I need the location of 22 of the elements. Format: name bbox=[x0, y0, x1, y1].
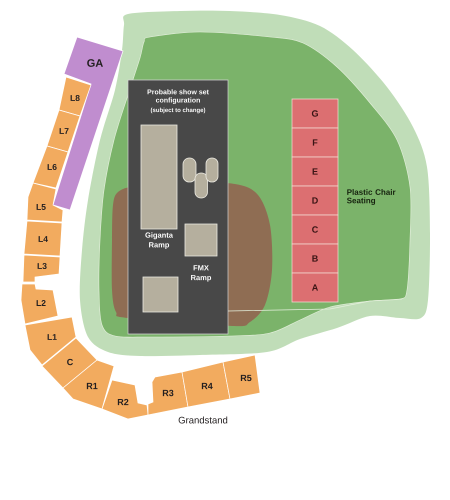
seating-section: L3 bbox=[22, 254, 60, 282]
chair-section: G bbox=[292, 98, 338, 128]
seating-section: R5 bbox=[222, 354, 260, 400]
seating-section: L2 bbox=[20, 284, 58, 324]
stand-label: Grandstand bbox=[178, 416, 228, 424]
chair-section: D bbox=[292, 186, 338, 216]
chair-section: F bbox=[292, 128, 338, 158]
seating-section: L8 bbox=[58, 76, 92, 116]
seating-section: L5 bbox=[26, 182, 64, 222]
chair-section: A bbox=[292, 272, 338, 302]
oval-platform bbox=[206, 158, 218, 182]
seating-section: R3 bbox=[148, 372, 188, 416]
chair-section: C bbox=[292, 214, 338, 244]
seating-section: R2 bbox=[102, 380, 148, 420]
platform bbox=[142, 276, 178, 312]
seating-section: R4 bbox=[182, 362, 230, 408]
seating-section: L7 bbox=[46, 110, 80, 152]
seating-section: L4 bbox=[24, 220, 62, 256]
chair-section: B bbox=[292, 244, 338, 274]
oval-platform bbox=[182, 158, 196, 182]
chair-section: E bbox=[292, 156, 338, 186]
seating-section: L6 bbox=[32, 146, 68, 188]
